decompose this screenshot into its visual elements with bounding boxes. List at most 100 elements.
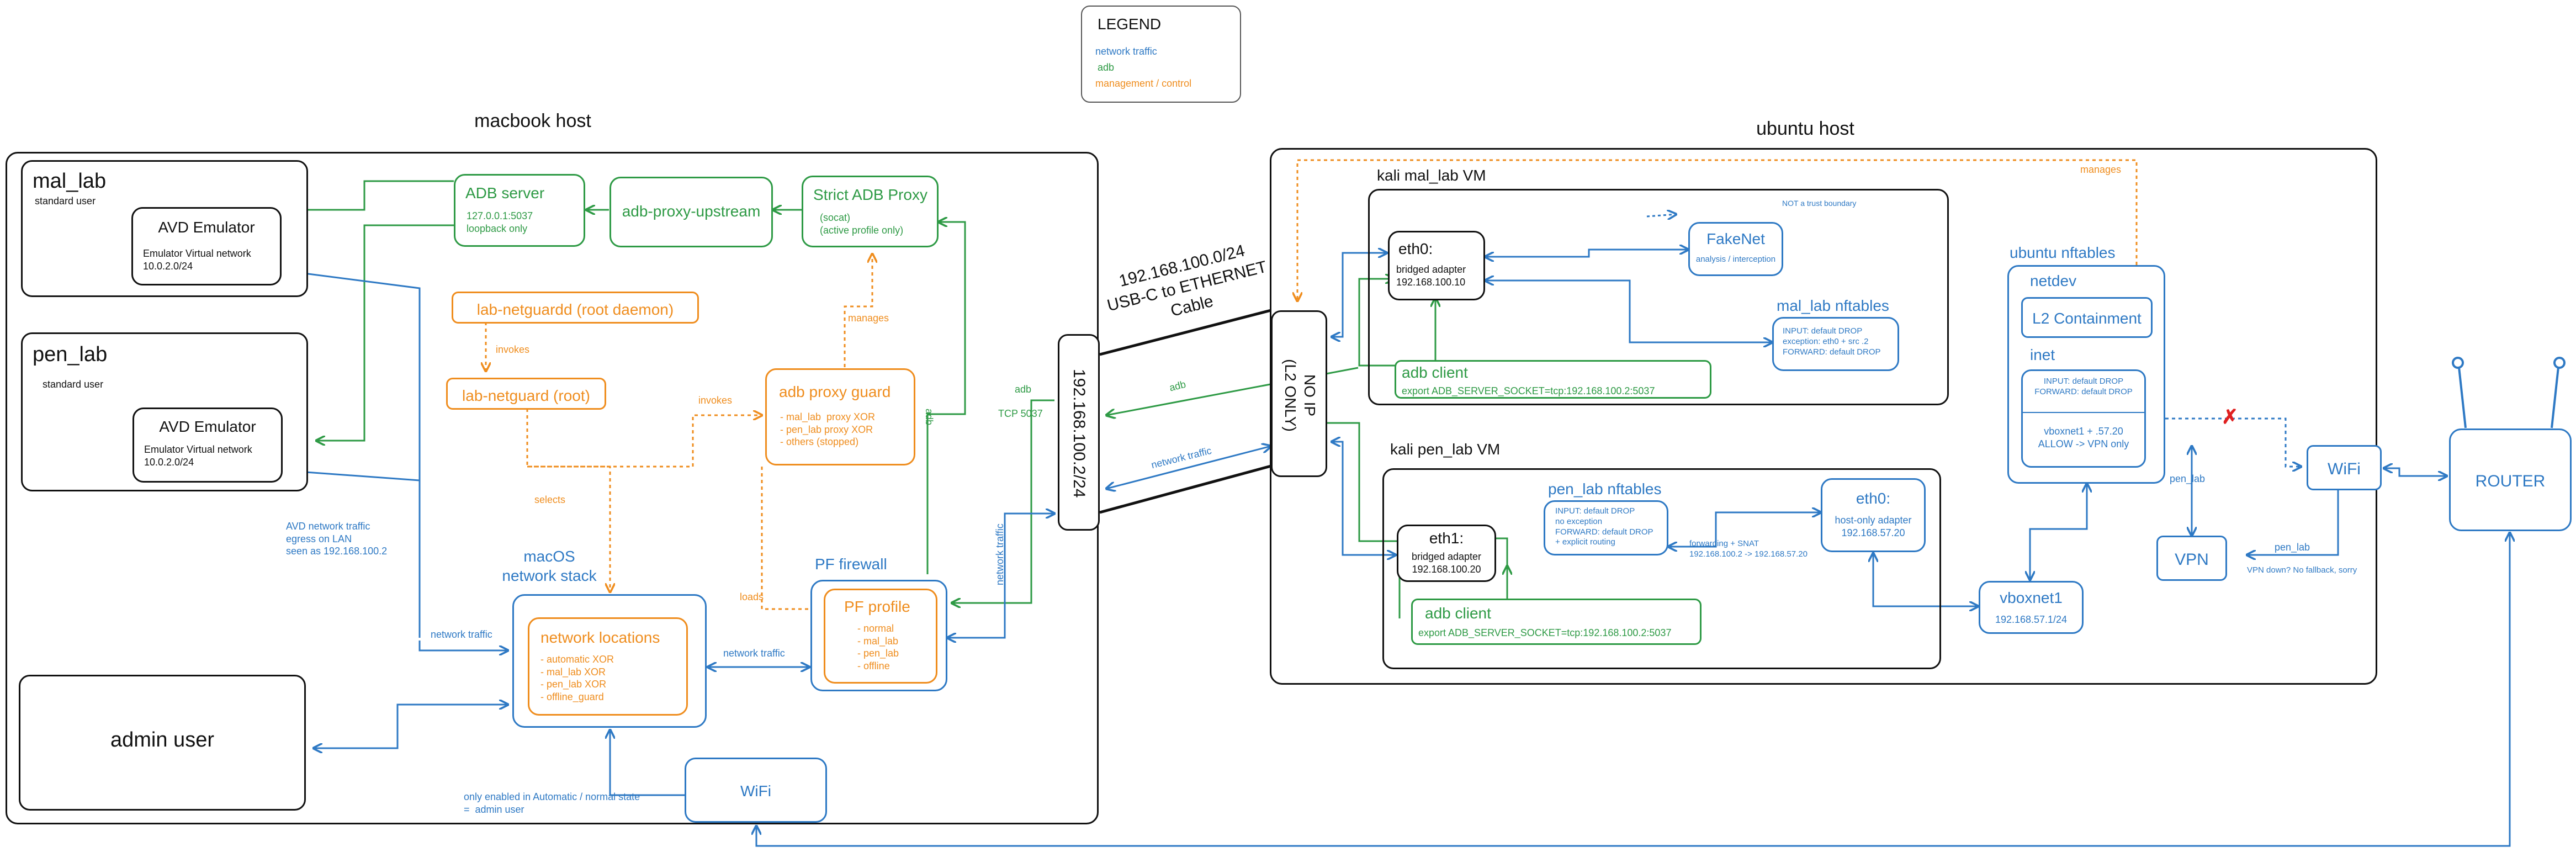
adb-proxy-upstream-label: adb-proxy-upstream (622, 203, 761, 220)
legend-mgmt: management / control (1095, 78, 1192, 89)
pf-firewall-title: PF firewall (815, 555, 887, 573)
mal-lab-subtitle: standard user (35, 195, 96, 207)
mal-eth0-title: eth0: (1398, 240, 1433, 257)
mac-wifi-label: WiFi (740, 782, 771, 800)
pen-adb-client-title: adb client (1425, 605, 1491, 622)
mal-nftables-desc: INPUT: default DROP exception: eth0 + sr… (1783, 326, 1881, 357)
usb-interface: 192.168.100.2/24 (1058, 334, 1100, 531)
avd-desc: Emulator Virtual network 10.0.2.0/24 (144, 444, 252, 468)
router: ROUTER (2449, 428, 2572, 531)
mac-wifi: WiFi (685, 758, 827, 823)
network-traffic-label: network traffic (723, 648, 785, 659)
vboxnet1: vboxnet1 192.168.57.1/24 (1979, 581, 2084, 634)
inet-allow: vboxnet1 + .57.20 ALLOW -> VPN only (2038, 426, 2129, 449)
avd-desc: Emulator Virtual network 10.0.2.0/24 (143, 248, 251, 272)
mal-eth0: eth0: bridged adapter 192.168.100.10 (1388, 231, 1485, 300)
adb-proxy-guard-title: adb proxy guard (779, 383, 891, 400)
pen-eth1: eth1: bridged adapter 192.168.100.20 (1397, 525, 1496, 582)
mal-lab-title: mal_lab (33, 170, 107, 193)
vboxnet1-title: vboxnet1 (2000, 589, 2063, 606)
avd-title: AVD Emulator (159, 418, 256, 435)
fakenet-desc: analysis / interception (1695, 255, 1776, 264)
loads-label: loads (740, 591, 764, 602)
inet-label: inet (2030, 346, 2055, 363)
adb-label: adb (1015, 384, 1032, 395)
usb-interface-label: 192.168.100.2/24 (1069, 368, 1088, 498)
manages-label: manages (2080, 164, 2122, 175)
lab-netguardd: lab-netguardd (root daemon) (452, 292, 699, 324)
blocked-x-icon: ✗ (2222, 405, 2239, 428)
pen-eth1-desc: bridged adapter 192.168.100.20 (1411, 551, 1482, 575)
inet-rules: INPUT: default DROP FORWARD: default DRO… (2021, 369, 2146, 468)
pen-nftables: INPUT: default DROP no exception FORWARD… (1544, 500, 1668, 555)
lab-netguardd-label: lab-netguardd (root daemon) (476, 301, 674, 318)
pen-nftables-title: pen_lab nftables (1548, 480, 1662, 498)
legend: LEGEND network traffic adb management / … (1081, 6, 1241, 103)
kali-mal-title: kali mal_lab VM (1377, 167, 1486, 184)
adb-server-desc: 127.0.0.1:5037 loopback only (467, 210, 533, 234)
legend-network: network traffic (1095, 46, 1157, 57)
strict-adb-proxy-desc: (socat) (active profile only) (820, 212, 904, 236)
lab-netguard: lab-netguard (root) (446, 378, 606, 410)
pen-lab-label: pen_lab (2275, 542, 2310, 553)
pen-lab-avd-emulator: AVD Emulator Emulator Virtual network 10… (132, 408, 283, 483)
mal-lab-avd-emulator: AVD Emulator Emulator Virtual network 10… (131, 207, 282, 285)
fakenet: FakeNet analysis / interception (1688, 222, 1783, 276)
ubuntu-nftables-title: ubuntu nftables (2010, 244, 2116, 261)
l2-containment: L2 Containment (2021, 297, 2153, 338)
strict-adb-proxy: Strict ADB Proxy (socat) (active profile… (802, 176, 939, 247)
netdev-label: netdev (2030, 272, 2077, 289)
fakenet-title: FakeNet (1706, 230, 1765, 247)
admin-user-title: admin user (110, 728, 214, 752)
mal-eth0-desc: bridged adapter 192.168.100.10 (1396, 264, 1466, 288)
adb-server: ADB server 127.0.0.1:5037 loopback only (454, 174, 585, 247)
pen-adb-client: adb client export ADB_SERVER_SOCKET=tcp:… (1411, 599, 1702, 645)
pen-eth0: eth0: host-only adapter 192.168.57.20 (1821, 478, 1926, 552)
vpn-down-note: VPN down? No fallback, sorry (2247, 565, 2357, 575)
ubuntu-nftables: netdev L2 Containment inet INPUT: defaul… (2007, 265, 2165, 484)
vpn: VPN (2156, 536, 2227, 581)
adb-label: adb (924, 409, 935, 426)
network-locations-desc: - automatic XOR - mal_lab XOR - pen_lab … (540, 654, 614, 702)
invokes-label: invokes (698, 395, 733, 406)
kali-pen-title: kali pen_lab VM (1390, 441, 1501, 458)
l2-containment-label: L2 Containment (2032, 310, 2142, 327)
pen-eth0-desc: host-only adapter 192.168.57.20 (1835, 515, 1912, 538)
pf-profile: PF profile - normal - mal_lab - pen_lab … (824, 589, 937, 684)
kali-mal-vm (1368, 189, 1949, 405)
macos-network-stack-title: macOS network stack (502, 548, 597, 584)
network-locations-title: network locations (540, 629, 660, 646)
manages-label: manages (848, 313, 889, 324)
legend-title: LEGEND (1098, 15, 1162, 33)
adb-server-title: ADB server (465, 184, 545, 202)
adb-proxy-guard: adb proxy guard - mal_lab proxy XOR - pe… (765, 368, 915, 465)
no-ip-label: NO IP (L2 ONLY) (1282, 359, 1318, 432)
inet-desc: INPUT: default DROP FORWARD: default DRO… (2034, 377, 2133, 396)
router-label: ROUTER (2475, 472, 2546, 490)
network-traffic-label: network traffic (994, 523, 1005, 585)
ubuntu-host (1270, 148, 2377, 685)
pf-profile-desc: - normal - mal_lab - pen_lab - offline (857, 623, 899, 671)
pen-adb-client-desc: export ADB_SERVER_SOCKET=tcp:192.168.100… (1418, 627, 1672, 638)
avd-traffic-note: AVD network traffic egress on LAN seen a… (286, 521, 388, 557)
legend-adb: adb (1098, 62, 1115, 73)
ubuntu-wifi: WiFi (2307, 445, 2382, 490)
macbook-title: macbook host (474, 110, 591, 131)
pen-eth1-title: eth1: (1429, 530, 1464, 547)
ubuntu-wifi-label: WiFi (2328, 460, 2361, 478)
admin-user: admin user (19, 675, 306, 811)
pen-lab-title: pen_lab (33, 343, 108, 366)
invokes-label: invokes (496, 344, 530, 355)
pen-lab-label: pen_lab (2170, 473, 2206, 484)
adb-proxy-upstream: adb-proxy-upstream (609, 177, 773, 247)
tcp-5037-label: TCP 5037 (998, 408, 1043, 419)
avd-title: AVD Emulator (158, 219, 255, 236)
mal-nftables: INPUT: default DROP exception: eth0 + sr… (1772, 317, 1899, 371)
mal-nftables-title: mal_lab nftables (1777, 297, 1889, 314)
network-locations: network locations - automatic XOR - mal_… (528, 617, 688, 716)
pen-nftables-desc: INPUT: default DROP no exception FORWARD… (1555, 506, 1653, 547)
wifi-note: only enabled in Automatic / normal state… (464, 791, 640, 815)
adb-proxy-guard-desc: - mal_lab proxy XOR - pen_lab proxy XOR … (780, 411, 876, 447)
ubuntu-title: ubuntu host (1756, 118, 1854, 139)
